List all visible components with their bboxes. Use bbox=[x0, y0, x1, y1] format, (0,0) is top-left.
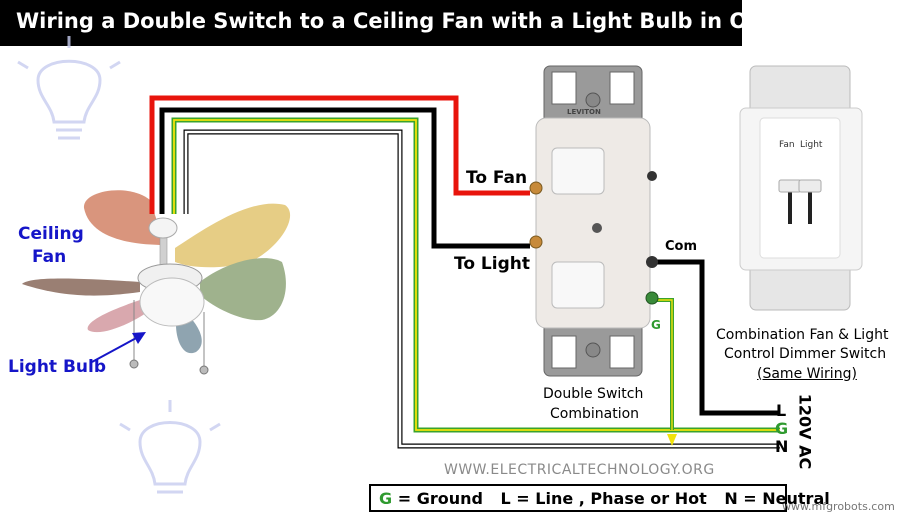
fan-blade-2 bbox=[175, 203, 291, 268]
terminal-to-fan bbox=[529, 181, 543, 195]
fan-blade-3 bbox=[200, 258, 286, 321]
fan-slider bbox=[778, 179, 802, 193]
legend-l-text: = Line , Phase or Hot bbox=[510, 489, 707, 508]
supply-g-label: G bbox=[775, 419, 789, 438]
wire-red-to-fan bbox=[149, 95, 530, 214]
switch-toggle-bottom bbox=[551, 261, 605, 309]
dimmer-light-label: Light bbox=[800, 140, 823, 150]
legend-l-key: L bbox=[500, 489, 511, 508]
light-bulb-globe bbox=[139, 277, 205, 327]
background-bulb-icon-top bbox=[17, 36, 121, 140]
dimmer-label-line3: (Same Wiring) bbox=[757, 366, 857, 382]
light-slider bbox=[798, 179, 822, 193]
wire-black-to-light bbox=[159, 107, 530, 249]
page-title: Wiring a Double Switch to a Ceiling Fan … bbox=[16, 9, 833, 33]
to-fan-label: To Fan bbox=[466, 168, 528, 188]
wire-green-ground bbox=[171, 117, 780, 433]
switch-brand: LEVITON bbox=[567, 108, 601, 116]
title-bar: Wiring a Double Switch to a Ceiling Fan … bbox=[0, 0, 833, 46]
dimmer-label-line2: Control Dimmer Switch bbox=[724, 346, 887, 362]
background-bulb-icon-bottom bbox=[119, 400, 221, 494]
fan-blade-1 bbox=[83, 190, 165, 245]
terminal-to-light bbox=[529, 235, 543, 249]
dimmer-label-line1: Combination Fan & Light bbox=[716, 327, 889, 343]
to-light-label: To Light bbox=[454, 254, 530, 274]
watermark: www.mfgrobots.com bbox=[782, 500, 895, 513]
terminal-top-right bbox=[647, 171, 657, 181]
wire-neutral bbox=[183, 129, 780, 449]
light-bulb-arrow bbox=[91, 332, 146, 363]
supply-voltage-label: 120V AC bbox=[795, 393, 815, 470]
supply-n-label: N bbox=[775, 437, 789, 456]
legend-n-key: N bbox=[724, 489, 738, 508]
switch-ground-label: G bbox=[651, 318, 661, 332]
ceiling-fan bbox=[22, 190, 291, 375]
pull-chain-2 bbox=[199, 365, 209, 375]
dimmer-fan-label: Fan bbox=[779, 140, 795, 150]
double-switch bbox=[529, 65, 659, 377]
ceiling-fan-label-line2: Fan bbox=[32, 247, 67, 267]
terminal-com bbox=[646, 256, 658, 268]
legend-g-text: = Ground bbox=[392, 489, 483, 508]
wire-line-hot bbox=[652, 259, 780, 416]
dimmer-switch bbox=[739, 65, 863, 311]
double-switch-label-line1: Double Switch bbox=[543, 386, 644, 402]
legend: G = Ground L = Line , Phase or Hot N = N… bbox=[369, 484, 830, 512]
ceiling-fan-label-line1: Ceiling bbox=[18, 224, 84, 244]
wire-switch-ground bbox=[656, 298, 677, 446]
double-switch-label-line2: Combination bbox=[550, 406, 640, 422]
fan-canopy bbox=[148, 217, 178, 239]
pull-chain-1 bbox=[129, 359, 139, 369]
legend-n-text: = Neutral bbox=[737, 489, 830, 508]
supply-l-label: L bbox=[776, 401, 787, 420]
fan-blade-6 bbox=[22, 278, 140, 296]
terminal-ground bbox=[645, 291, 659, 305]
switch-toggle-top bbox=[551, 147, 605, 195]
com-label: Com bbox=[665, 239, 698, 254]
website-label: WWW.ELECTRICALTECHNOLOGY.ORG bbox=[444, 462, 715, 478]
legend-g-key: G bbox=[379, 489, 393, 508]
light-bulb-label: Light Bulb bbox=[8, 357, 107, 377]
